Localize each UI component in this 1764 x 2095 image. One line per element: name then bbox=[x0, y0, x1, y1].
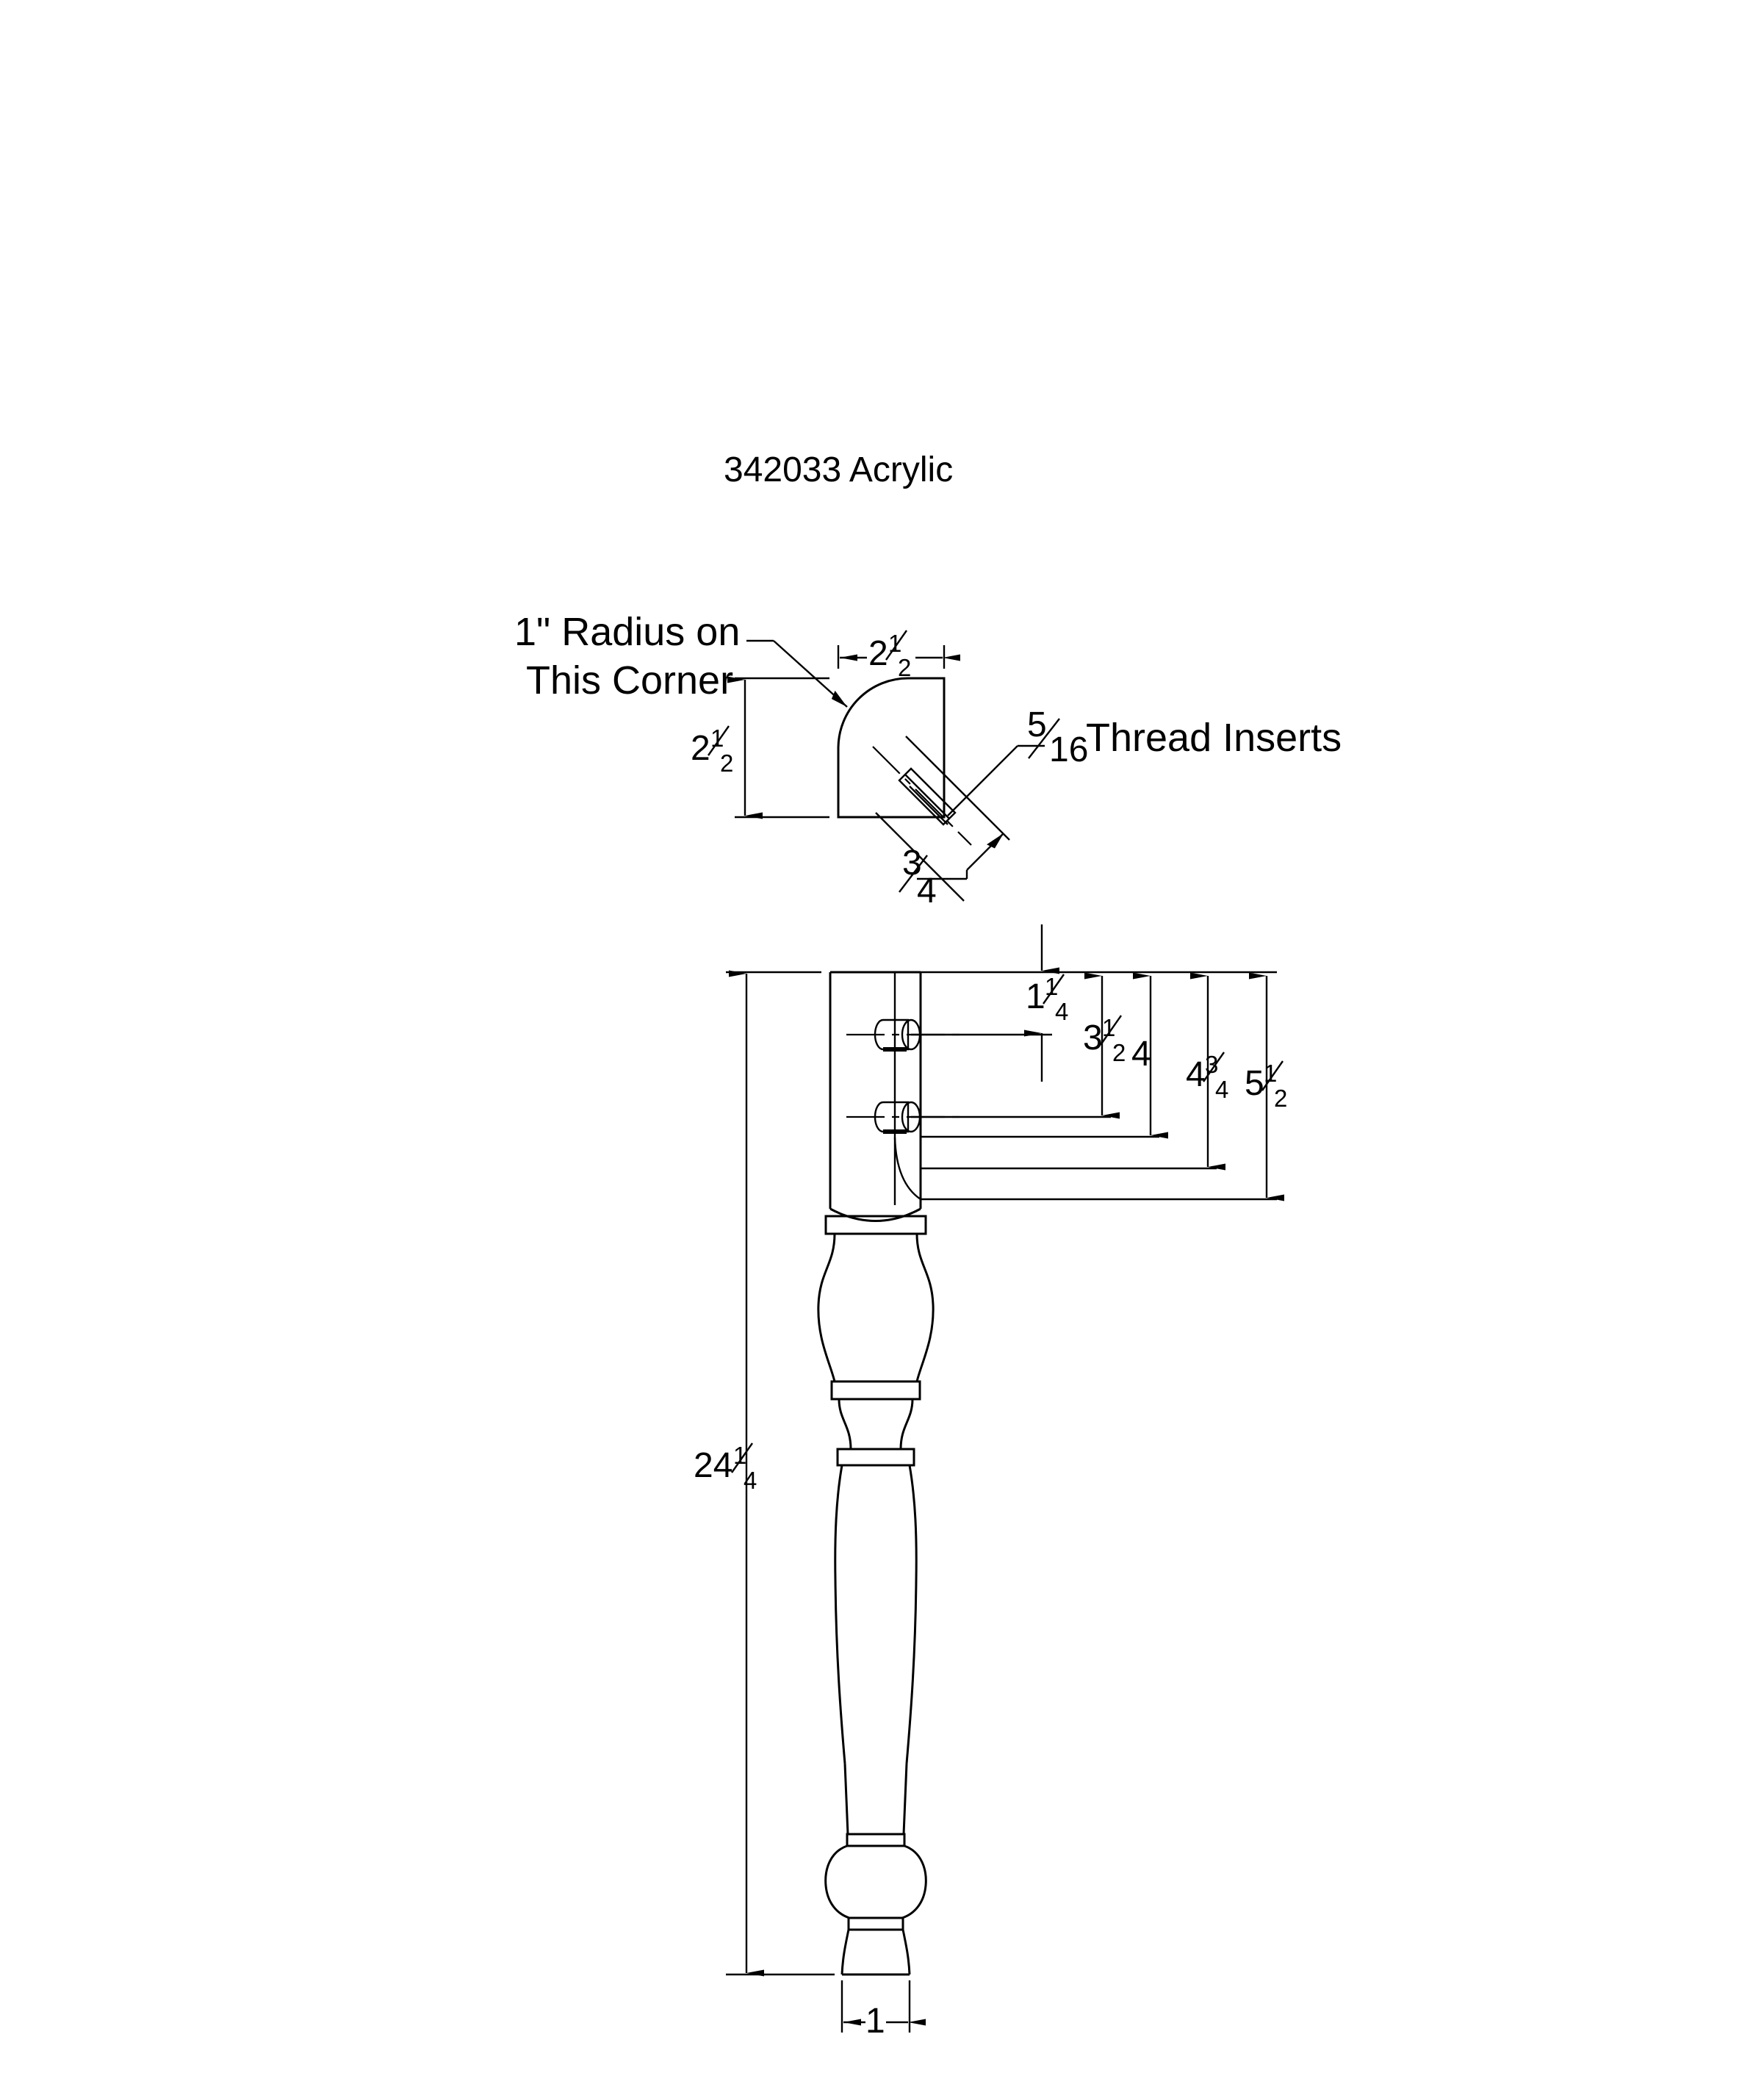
overall-height-dim: 24 1 4 bbox=[694, 970, 835, 1977]
plan-width-whole: 2 bbox=[868, 634, 888, 673]
insert-dimension-stack: 1 1 4 3 1 2 4 bbox=[911, 924, 1287, 1201]
dim-5-1-2-num: 1 bbox=[1264, 1060, 1277, 1087]
plan-insert-thread-a bbox=[904, 774, 950, 819]
bead-ring-top bbox=[846, 1833, 906, 1847]
fillet-ring-mid bbox=[830, 1380, 921, 1401]
dim-1-1-4-den: 4 bbox=[1055, 998, 1068, 1025]
plan-height-num: 1 bbox=[710, 725, 724, 752]
plan-insert-depth-frac-bar bbox=[899, 855, 928, 893]
dim-5-1-2-whole: 5 bbox=[1245, 1064, 1264, 1103]
cove-left-profile bbox=[838, 1398, 852, 1450]
plan-insert-centerline bbox=[872, 746, 972, 846]
shaft-left-profile bbox=[834, 1465, 846, 1764]
overall-height-frac-bar bbox=[731, 1442, 753, 1473]
plan-height-den: 2 bbox=[720, 750, 733, 777]
vase-left-profile bbox=[817, 1233, 836, 1382]
shaft-right-profile bbox=[905, 1465, 918, 1764]
stack-text-3-1-2: 3 1 2 bbox=[1083, 1014, 1126, 1066]
lower-insert-back-arc bbox=[874, 1101, 884, 1133]
plan-width-dim-text: 2 1 2 bbox=[868, 630, 911, 681]
dim-3-1-2-den: 2 bbox=[1112, 1039, 1126, 1066]
dim-1-1-4-frac-bar bbox=[1043, 974, 1065, 1005]
cove-right-profile bbox=[899, 1398, 914, 1450]
dim-5-1-2-frac-bar bbox=[1261, 1060, 1284, 1091]
plan-insert-dim-arrow bbox=[966, 833, 1004, 871]
dim-4-3-4-frac-bar bbox=[1203, 1052, 1225, 1082]
dim-4-3-4-num: 3 bbox=[1205, 1051, 1218, 1078]
dim-4-3-4-whole: 4 bbox=[1186, 1055, 1206, 1094]
neck-right bbox=[902, 1763, 908, 1835]
foot-left-profile bbox=[840, 1929, 850, 1975]
fillet-ring-upper bbox=[824, 1215, 927, 1235]
post-cove-transition bbox=[829, 1207, 921, 1222]
stack-text-4-3-4: 4 3 4 bbox=[1186, 1051, 1228, 1103]
plan-width-num: 1 bbox=[888, 630, 901, 657]
radius-note-line2: This Corner bbox=[526, 658, 733, 702]
overall-height-den: 4 bbox=[744, 1467, 757, 1494]
foot-diameter-dim: 1 bbox=[840, 1980, 926, 2041]
thread-insert-label: Thread Inserts bbox=[1086, 716, 1342, 760]
bead-left-profile bbox=[824, 1844, 850, 1919]
radius-note-line1: 1" Radius on bbox=[514, 610, 740, 654]
top-plan-view-group: 2 1 2 2 1 2 1" Radius on This Corner bbox=[514, 610, 1342, 910]
dim-1-1-4-whole: 1 bbox=[1026, 977, 1045, 1016]
plan-thread-insert bbox=[872, 746, 972, 846]
fillet-ring-lower bbox=[836, 1448, 915, 1467]
neck-left bbox=[843, 1763, 849, 1835]
dim-4-3-4-den: 4 bbox=[1215, 1076, 1228, 1103]
stack-text-1-1-4: 1 1 4 bbox=[1026, 973, 1068, 1025]
stack-text-5-1-2: 5 1 2 bbox=[1245, 1060, 1287, 1112]
plan-insert-depth-dim: 3 4 bbox=[875, 736, 1010, 910]
plan-height-dim-text: 2 1 2 bbox=[691, 725, 733, 777]
plan-outline bbox=[837, 677, 946, 819]
plan-width-den: 2 bbox=[898, 654, 911, 681]
plan-insert-depth-den: 4 bbox=[917, 872, 937, 910]
overall-height-whole: 24 bbox=[694, 1446, 732, 1485]
plan-insert-thread-b bbox=[909, 786, 948, 825]
bead-right-profile bbox=[901, 1844, 927, 1919]
plan-insert-dim-ext-b bbox=[875, 812, 965, 902]
thread-insert-leader-diag bbox=[947, 745, 1018, 816]
plan-height-frac-bar bbox=[708, 725, 730, 756]
dim-3-1-2-frac-bar bbox=[1100, 1015, 1122, 1046]
post-corner-radius-relief bbox=[893, 1137, 921, 1200]
upper-insert-back-arc bbox=[874, 1018, 884, 1051]
dim-3-1-2-num: 1 bbox=[1102, 1014, 1115, 1041]
plan-insert-dim-ext-a bbox=[905, 736, 1010, 841]
plan-height-whole: 2 bbox=[691, 729, 710, 768]
dim-1-1-4-num: 1 bbox=[1045, 973, 1058, 1000]
plan-insert-body bbox=[898, 767, 957, 826]
bead-ring-bottom bbox=[847, 1916, 904, 1931]
radius-note-leader-diag bbox=[773, 640, 848, 708]
thread-insert-callout: 5 16 Thread Inserts bbox=[947, 705, 1342, 816]
thread-insert-size-frac-bar bbox=[1028, 718, 1060, 759]
foot-right-profile bbox=[901, 1929, 911, 1975]
dim-3-1-2-whole: 3 bbox=[1083, 1018, 1103, 1057]
dim-5-1-2-den: 2 bbox=[1274, 1085, 1287, 1112]
overall-height-num: 1 bbox=[733, 1442, 746, 1469]
foot-diameter-value: 1 bbox=[865, 2002, 885, 2041]
drawing-title: 342033 Acrylic bbox=[724, 450, 953, 489]
thread-insert-size-den: 16 bbox=[1049, 730, 1088, 769]
dim-4-whole: 4 bbox=[1131, 1035, 1151, 1074]
plan-width-frac-bar bbox=[885, 630, 907, 661]
front-elevation-group: 24 1 4 1 1 bbox=[694, 924, 1287, 2041]
vase-right-profile bbox=[915, 1233, 935, 1382]
